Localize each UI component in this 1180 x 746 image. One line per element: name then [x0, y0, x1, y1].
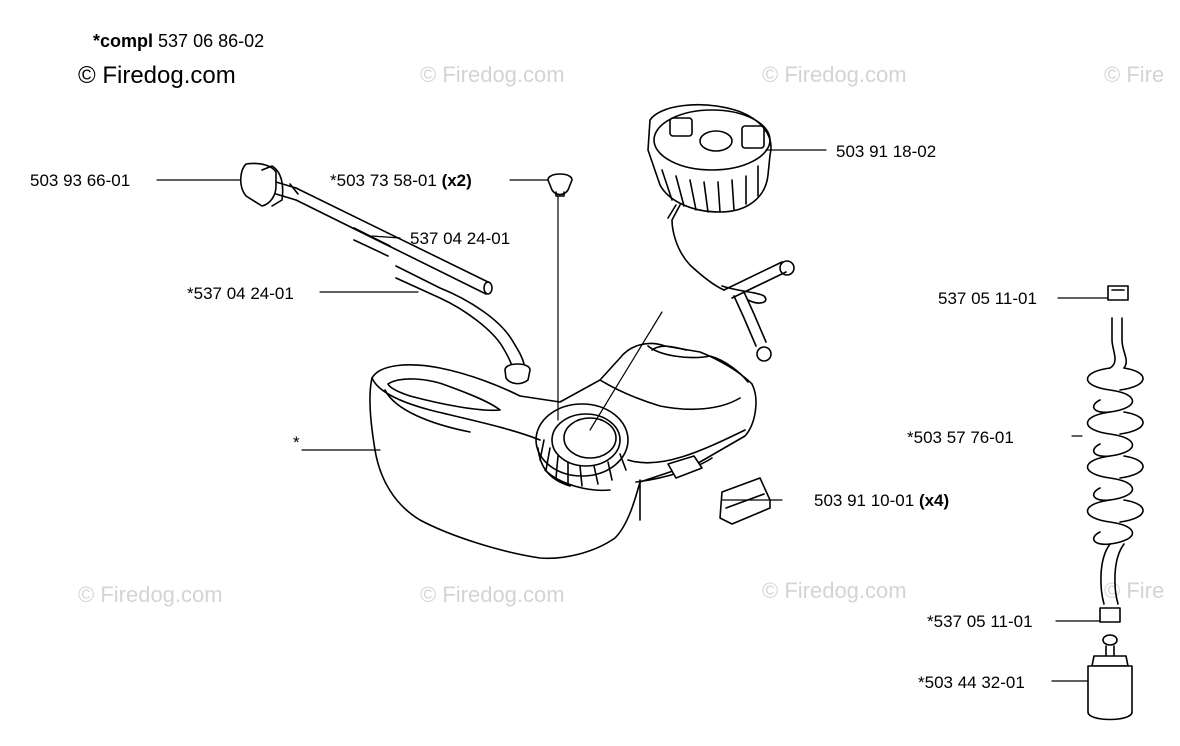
fuel-pickup-assembly: [239, 162, 531, 385]
compl-number: 537 06 86-02: [158, 31, 265, 51]
watermark: © Firedog.com: [420, 582, 565, 607]
part-number: *503 73 58-01: [330, 171, 437, 190]
part-label-tank-star: *: [293, 433, 300, 452]
leader-lines: [156, 149, 1109, 682]
part-label-503-73-58-01: *503 73 58-01 (x2): [330, 172, 472, 189]
assembly-number: *compl 537 06 86-02: [93, 31, 264, 52]
part-label-503-44-32-01: *503 44 32-01: [918, 673, 1025, 692]
fuel-tank: [369, 342, 757, 560]
fuel-filter: [1087, 634, 1133, 721]
watermark: © Fire: [1104, 578, 1165, 603]
watermark: © Fire: [1104, 62, 1165, 87]
part-label-503-93-66-01: 503 93 66-01: [30, 171, 131, 190]
part-number: 503 91 10-01: [814, 491, 915, 510]
watermark: © Firedog.com: [420, 62, 565, 87]
rubber-foot: [667, 455, 771, 525]
part-label-503-91-10-01: 503 91 10-01 (x4): [814, 492, 949, 509]
part-quantity: (x2): [441, 171, 472, 190]
part-label-537-04-24-01-star: *537 04 24-01: [187, 284, 294, 303]
part-label-537-05-11-01-star: *537 05 11-01: [927, 612, 1033, 631]
part-label-537-05-11-01: 537 05 11-01: [938, 289, 1037, 308]
part-label-503-57-76-01: *503 57 76-01: [907, 428, 1014, 447]
copyright-notice: © Firedog.com: [78, 62, 236, 89]
fuel-hose-coil: [1086, 285, 1144, 623]
grommet: [547, 173, 573, 197]
part-label-503-91-18-02: 503 91 18-02: [836, 142, 937, 161]
fuel-cap: [647, 104, 795, 362]
part-label-537-04-24-01: 537 04 24-01: [410, 229, 511, 248]
compl-prefix: *compl: [93, 31, 154, 51]
part-quantity: (x4): [918, 491, 950, 510]
watermark: © Firedog.com: [762, 62, 907, 87]
watermark: © Firedog.com: [762, 578, 907, 603]
watermark: © Firedog.com: [78, 582, 223, 607]
